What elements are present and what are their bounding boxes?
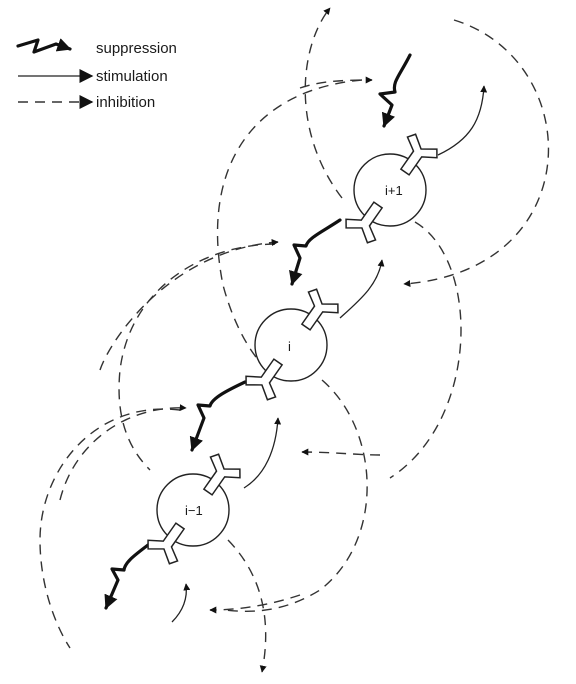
inhibition-arc-low-3 [227, 539, 267, 673]
suppression-arrow-icon [16, 38, 72, 54]
legend-stimulation: stimulation [18, 68, 168, 85]
legend: suppression stimulation inhibition [16, 38, 177, 111]
legend-inhibition-label: inhibition [96, 94, 155, 111]
inhibition-arc-mid-1 [389, 221, 462, 479]
inhibition-arcs [39, 7, 550, 673]
suppression-arrow-1 [378, 53, 412, 128]
cell-middle-label: i [288, 339, 291, 354]
stimulation-arrow-bottom [171, 583, 191, 623]
cell-middle: i [241, 285, 343, 404]
cell-upper: i+1 [341, 130, 442, 247]
suppression-arrows [104, 53, 412, 610]
suppression-arrow-3 [189, 380, 247, 452]
inhibition-arc-low-2 [59, 404, 187, 501]
cell-lower-label: i−1 [185, 503, 203, 518]
legend-stimulation-label: stimulation [96, 68, 168, 85]
cell-upper-label: i+1 [385, 183, 403, 198]
legend-suppression: suppression [16, 38, 177, 57]
inhibition-arc-mid-2 [301, 448, 381, 456]
suppression-arrow-2 [289, 218, 342, 286]
inhibition-arc-low-4 [209, 594, 301, 614]
inhibition-arc-low-1 [39, 408, 181, 649]
cell-lower: i−1 [143, 450, 245, 568]
stimulation-arrows [171, 85, 488, 623]
stimulation-arrow-top [437, 85, 488, 156]
stimulation-arrow-low [243, 417, 282, 489]
inhibition-arc-top-1 [304, 7, 343, 199]
inhibition-arc-top-3 [216, 79, 363, 373]
inhibition-arc-mid-3 [118, 243, 276, 471]
inhibition-arc-top-4 [299, 76, 373, 89]
legend-suppression-label: suppression [96, 40, 177, 57]
stimulation-arrow-mid [339, 259, 385, 319]
legend-inhibition: inhibition [18, 94, 155, 111]
suppression-arrow-4 [104, 543, 150, 610]
inhibition-arc-top-2 [403, 19, 550, 288]
inhibition-arc-mid-5 [224, 379, 368, 612]
inhibition-arc-mid-4 [99, 238, 279, 371]
